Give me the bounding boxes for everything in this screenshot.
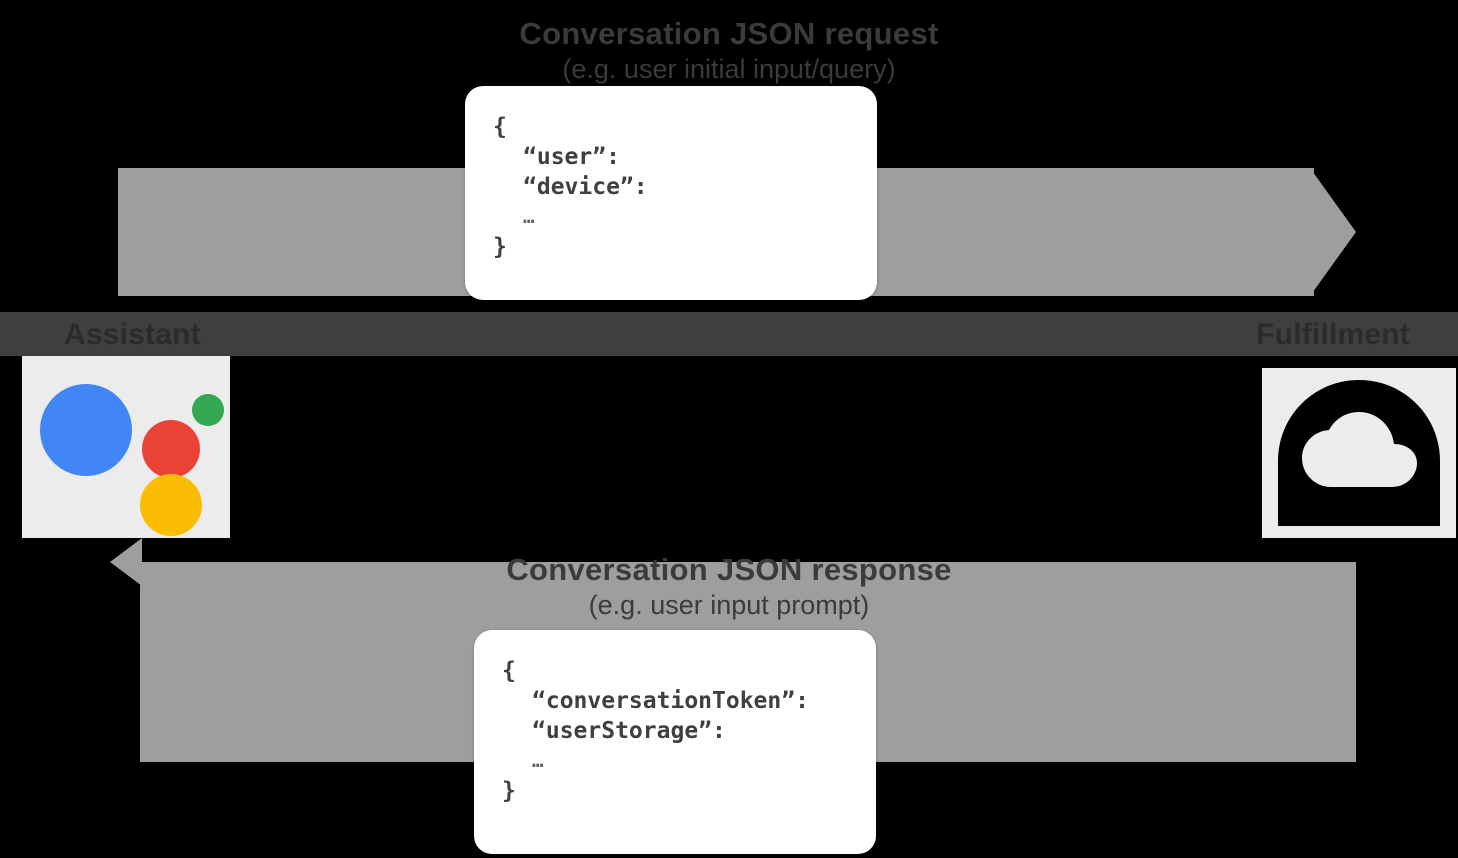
fulfillment-actor-tile: [1262, 368, 1456, 538]
request-json-card: { “user”: “device”: … }: [465, 86, 877, 300]
assistant-logo-yellow-dot-icon: [140, 474, 202, 536]
role-divider-strip: [0, 312, 1458, 356]
json-line: “user”:: [523, 144, 620, 170]
cloud-functions-icon: [1278, 380, 1440, 526]
json-line: “device”:: [523, 174, 648, 200]
json-line: …: [532, 750, 544, 772]
assistant-logo-red-dot-icon: [142, 420, 200, 478]
response-caption-subtitle: (e.g. user input prompt): [588, 590, 870, 620]
json-line: “userStorage”:: [532, 718, 726, 744]
request-caption-subtitle: (e.g. user initial input/query): [562, 54, 896, 84]
json-line: {: [493, 114, 507, 140]
assistant-role-label: Assistant: [64, 318, 201, 351]
json-line: }: [493, 234, 507, 260]
assistant-actor-tile: [22, 356, 230, 538]
json-line: “conversationToken”:: [532, 688, 809, 714]
request-caption-title: Conversation JSON request: [519, 16, 939, 51]
json-line: …: [523, 206, 535, 228]
fulfillment-role-label: Fulfillment: [1256, 318, 1410, 351]
request-arrowhead-icon: [1310, 168, 1356, 296]
json-line: {: [502, 658, 516, 684]
response-arrowhead-icon: [110, 538, 142, 586]
response-caption: Conversation JSON response (e.g. user in…: [0, 552, 1458, 622]
response-caption-title: Conversation JSON response: [506, 552, 952, 587]
assistant-logo-blue-dot-icon: [40, 384, 132, 476]
json-line: }: [502, 778, 516, 804]
assistant-logo-green-dot-icon: [192, 394, 224, 426]
request-caption: Conversation JSON request (e.g. user ini…: [0, 16, 1458, 86]
response-json-card: { “conversationToken”: “userStorage”: … …: [474, 630, 876, 854]
